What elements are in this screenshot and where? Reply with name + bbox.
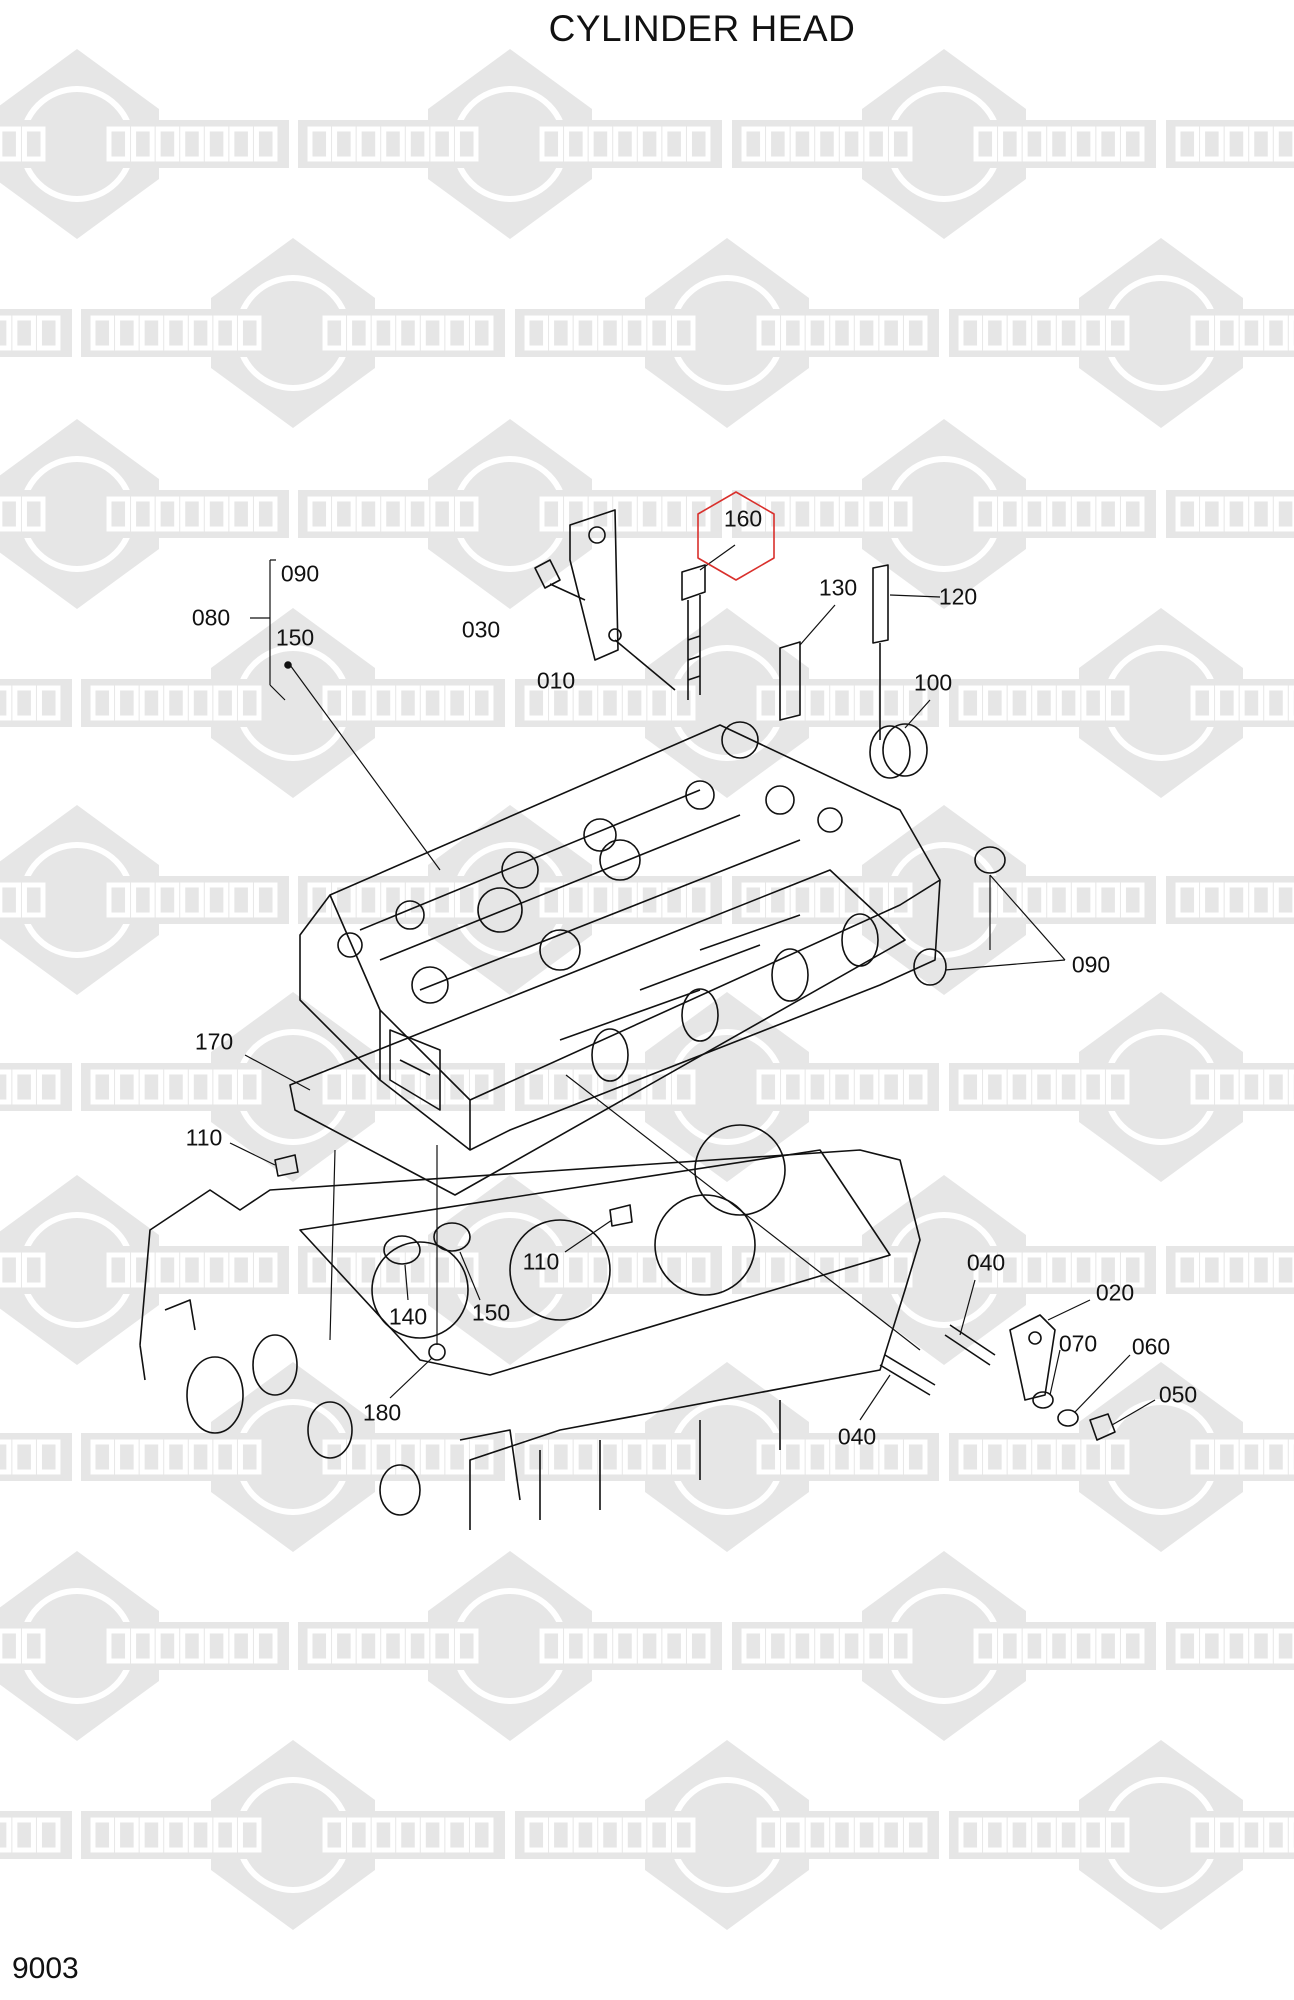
callout-060[interactable]: 060 — [1131, 1333, 1171, 1360]
watermark-logo — [1166, 1622, 1294, 1670]
watermark-logo — [0, 309, 72, 357]
cylinder-head-gasket — [289, 869, 906, 1196]
watermark-logo — [949, 992, 1294, 1182]
watermark-logo — [0, 1433, 72, 1481]
watermark-logo — [1166, 120, 1294, 168]
page-title: CYLINDER HEAD — [548, 8, 856, 49]
watermark-logo — [732, 1551, 1156, 1741]
head-gasket — [299, 1124, 891, 1376]
watermark-logo — [949, 608, 1294, 798]
callout-040[interactable]: 040 — [966, 1249, 1006, 1276]
bolt-030 — [534, 559, 586, 601]
watermark-logo — [515, 238, 939, 428]
watermark-logo — [81, 1740, 505, 1930]
watermark-logo — [0, 805, 289, 995]
watermark-logo — [515, 608, 939, 798]
watermark-logo — [0, 1551, 289, 1741]
callout-180[interactable]: 180 — [362, 1399, 402, 1426]
callout-090[interactable]: 090 — [280, 560, 320, 587]
watermark-logo — [949, 1740, 1294, 1930]
callout-110[interactable]: 110 — [185, 1124, 223, 1151]
plate-020 — [1009, 1314, 1056, 1401]
watermark-logo — [298, 49, 722, 239]
callout-090[interactable]: 090 — [1071, 951, 1111, 978]
callout-050[interactable]: 050 — [1158, 1381, 1198, 1408]
cylinder-head — [299, 721, 941, 1151]
watermark-logo — [298, 419, 722, 609]
callout-010[interactable]: 010 — [536, 667, 576, 694]
watermark-logo — [0, 1811, 72, 1859]
callout-160[interactable]: 160 — [723, 505, 763, 532]
callout-130[interactable]: 130 — [818, 574, 858, 601]
nozzle-holder-130 — [779, 641, 801, 721]
watermark-logo — [0, 1175, 289, 1365]
washers-nut — [1032, 1391, 1116, 1441]
callout-170[interactable]: 170 — [194, 1028, 234, 1055]
watermark-logo — [949, 1362, 1294, 1552]
bracket-010 — [569, 509, 676, 691]
watermark-logo — [298, 1551, 722, 1741]
watermark-logo — [732, 49, 1156, 239]
callout-120[interactable]: 120 — [938, 583, 978, 610]
callout-080[interactable]: 080 — [191, 604, 231, 631]
watermark-logo — [81, 1362, 505, 1552]
watermark-logo — [0, 49, 289, 239]
watermark-logo — [1166, 1246, 1294, 1294]
callout-140[interactable]: 140 — [388, 1303, 428, 1330]
bolt-160 — [681, 564, 706, 700]
watermark-logo — [0, 1063, 72, 1111]
highlight-hexagon — [697, 491, 775, 581]
dot-marker — [284, 661, 292, 669]
watermark-logo — [81, 238, 505, 428]
callout-150[interactable]: 150 — [275, 624, 315, 651]
callout-040[interactable]: 040 — [837, 1423, 877, 1450]
studs-040 — [879, 1324, 996, 1396]
watermark-logo — [81, 992, 505, 1182]
plugs-090 — [913, 846, 1006, 986]
watermark-logo — [81, 608, 505, 798]
watermark-logo — [732, 419, 1156, 609]
watermark-logo — [1166, 876, 1294, 924]
leader-lines — [229, 544, 1156, 1426]
watermark-logo — [515, 1362, 939, 1552]
watermark-logo — [0, 679, 72, 727]
watermark-logo — [0, 419, 289, 609]
page-number: 9003 — [12, 1952, 79, 1985]
callout-020[interactable]: 020 — [1095, 1279, 1135, 1306]
callout-100[interactable]: 100 — [913, 669, 953, 696]
callout-030[interactable]: 030 — [461, 616, 501, 643]
watermark-logo — [732, 1175, 1156, 1365]
callout-110[interactable]: 110 — [522, 1248, 560, 1275]
plug-100 — [869, 723, 928, 779]
engine-block — [139, 1149, 921, 1530]
watermark-logo — [732, 805, 1156, 995]
callout-150[interactable]: 150 — [471, 1299, 511, 1326]
watermark-logo — [949, 238, 1294, 428]
watermark-logo — [515, 1740, 939, 1930]
watermark-logo — [1166, 490, 1294, 538]
pin-120 — [872, 564, 889, 740]
callout-070[interactable]: 070 — [1058, 1330, 1098, 1357]
